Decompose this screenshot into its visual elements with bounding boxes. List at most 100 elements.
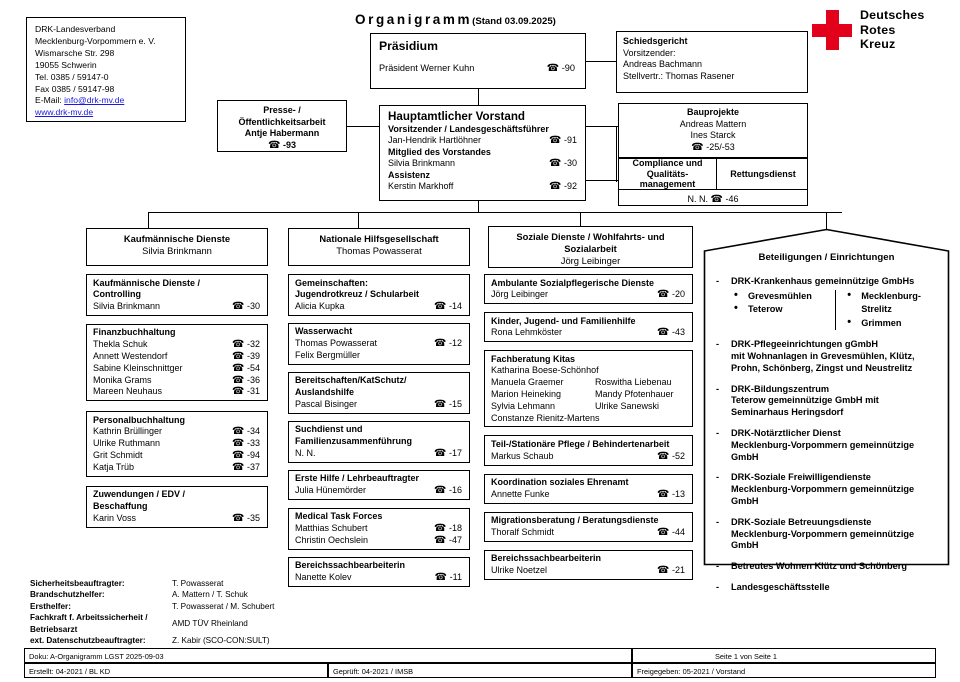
presse-tel: ☎ -93 — [222, 140, 342, 152]
unit-person-row: Mareen Neuhaus ☎ -31 — [93, 386, 261, 398]
vorstand-tel-2-value: -30 — [563, 158, 577, 169]
legend-row: Fachkraft f. Arbeitssicherheit /Betriebs… — [30, 612, 330, 635]
email-link[interactable]: info@drk-mv.de — [64, 95, 125, 106]
unit-tel-value: -44 — [671, 526, 685, 537]
presse-line-2: Öffentlichkeitsarbeit — [238, 116, 326, 127]
unit-tel: ☎ -54 — [232, 363, 260, 375]
unit-tel: ☎ -47 — [434, 535, 462, 547]
phone-icon: ☎ — [657, 289, 670, 301]
praesidium-tel-value: -90 — [561, 63, 575, 73]
unit-person-row: Annett Westendorf☎ -39 — [93, 351, 261, 363]
unit-person: Sabine Kleinschnittger — [93, 362, 183, 373]
unit-tel-value: -39 — [246, 350, 260, 361]
unit-tel: ☎ -94 — [232, 450, 260, 462]
unit-tel: ☎ -12 — [434, 338, 462, 350]
presse-tel-value: -93 — [282, 139, 296, 150]
unit-wrapper: Gemeinschaften:Jugendrotkreuz / Schularb… — [288, 274, 470, 316]
unit-person-row: Thekla Schuk☎ -32 — [93, 339, 261, 351]
compliance-line-1: Compliance und — [632, 158, 703, 169]
unit-tel: ☎ -52 — [657, 451, 685, 463]
address-line-1: DRK-Landesverband — [35, 24, 116, 34]
unit-tel: ☎ -13 — [657, 489, 685, 501]
phone-icon: ☎ — [232, 461, 245, 473]
unit-title: Finanzbuchhaltung — [93, 327, 176, 338]
vorstand-person-row-3: Kerstin Markhoff ☎ -92 — [388, 181, 577, 193]
unit-tel-value: -18 — [448, 522, 462, 533]
compliance-tel-value: -46 — [725, 194, 739, 204]
unit-title: Beschaffung — [93, 500, 148, 511]
unit-title: Auslandshilfe — [295, 387, 355, 398]
unit-tel: ☎ -31 — [232, 386, 260, 398]
footer-erstellt: Erstellt: 04-2021 / BL KD — [24, 663, 328, 678]
vorstand-person-1: Jan-Hendrik Hartlöhner — [388, 135, 482, 146]
praesidium-tel: ☎ -90 — [547, 63, 575, 74]
unit-title: Fachberatung Kitas — [491, 353, 576, 364]
unit-tel: ☎ -36 — [232, 375, 260, 387]
unit-person: Grit Schmidt — [93, 450, 143, 461]
unit-title: Kinder, Jugend- und Familienhilfe — [491, 315, 636, 326]
unit-tel: ☎ -39 — [232, 351, 260, 363]
unit-title: Bereitschaften/KatSchutz/ — [295, 375, 407, 386]
dept-title: Nationale Hilfsgesellschaft — [319, 233, 439, 244]
unit-person-row: Thoralf Schmidt☎ -44 — [491, 527, 686, 539]
dept-head: Thomas Powasserat — [336, 245, 422, 256]
unit-tel: ☎ -33 — [232, 438, 260, 450]
unit-tel-value: -30 — [246, 301, 260, 312]
phone-icon: ☎ — [232, 350, 245, 362]
phone-icon: ☎ — [434, 571, 448, 583]
legend-value: Z. Kabir (SCO-CON:SULT) — [172, 636, 270, 646]
box-bauprojekte: Bauprojekte Andreas Mattern Ines Starck … — [618, 103, 808, 158]
unit-title: Gemeinschaften: — [295, 277, 369, 288]
unit-tel-value: -11 — [449, 571, 462, 582]
website-link[interactable]: www.drk-mv.de — [35, 107, 94, 118]
connector — [586, 180, 618, 182]
unit-person: Annette Funke — [491, 488, 550, 499]
dept-header-nationale-hilfsgesellschaft: Nationale Hilfsgesellschaft Thomas Powas… — [288, 228, 470, 266]
unit-person: Monika Grams — [93, 374, 152, 385]
phone-icon: ☎ — [549, 135, 562, 147]
unit-wrapper: Teil-/Stationäre Pflege / Behindertenarb… — [484, 435, 693, 466]
email-label: E-Mail: — [35, 95, 65, 106]
unit-tel: ☎ -21 — [657, 565, 685, 577]
unit-person: Ulrike Ruthmann — [93, 438, 161, 449]
phone-icon: ☎ — [434, 484, 447, 496]
bauprojekte-person-1: Andreas Mattern — [679, 118, 747, 129]
unit-title: Zuwendungen / EDV / — [93, 489, 185, 500]
unit-person: Christin Oechslein — [295, 534, 369, 545]
phone-icon: ☎ — [434, 398, 447, 410]
unit-title: Medical Task Forces — [295, 511, 383, 522]
unit-person: Mareen Neuhaus — [93, 386, 163, 397]
phone-icon: ☎ — [434, 301, 447, 313]
compliance-nn: N. N. — [687, 194, 708, 204]
unit-tel: ☎ -34 — [232, 426, 260, 438]
rettungsdienst-cell: Rettungsdienst — [730, 168, 796, 179]
footer-table: Doku: A-Organigramm LGST 2025-09-03 Seit… — [24, 648, 936, 678]
sublist-left: •Grevesmühlen•Teterow — [731, 289, 835, 331]
unit-stationaere-pflege: Teil-/Stationäre Pflege / Behindertenarb… — [484, 435, 693, 466]
unit-title: Migrationsberatung / Beratungsdienste — [491, 515, 659, 526]
unit-tel-value: -36 — [246, 374, 260, 385]
unit-person: Marion Heineking — [491, 389, 562, 400]
unit-tel-value: -33 — [246, 438, 260, 449]
unit-tel-value: -14 — [448, 301, 462, 312]
unit-tel-value: -43 — [671, 327, 685, 338]
unit-title: Wasserwacht — [295, 326, 353, 337]
unit-title: Bereichssachbearbeiterin — [491, 553, 602, 564]
praesidium-person-row: Präsident Werner Kuhn ☎ -90 — [379, 63, 577, 74]
beteiligung-sublist: •Grevesmühlen•Teterow•Mecklenburg-Streli… — [731, 289, 940, 331]
